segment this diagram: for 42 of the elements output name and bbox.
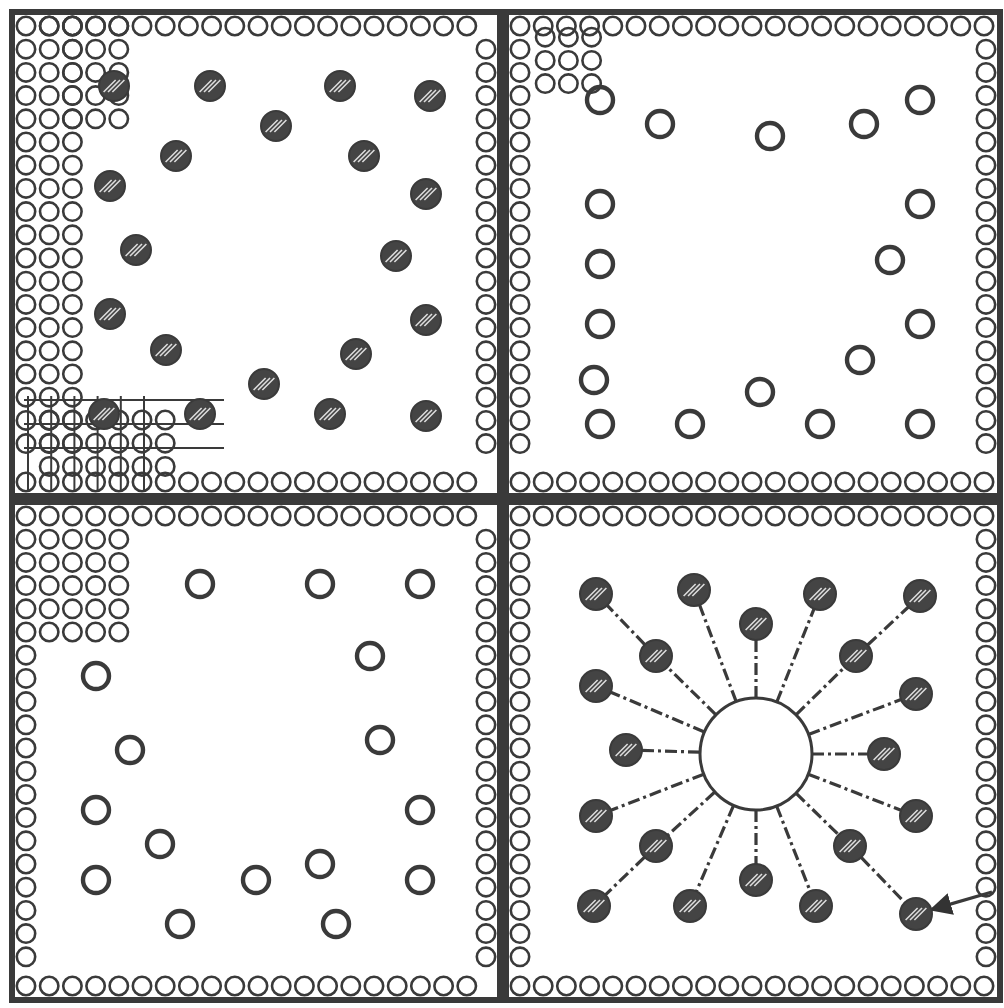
dashed-link [812,752,868,756]
dashed-link [641,748,701,754]
bead [579,669,613,703]
dashed-link [775,608,816,703]
dashed-link [606,604,646,646]
central-circle [698,696,814,812]
bead [677,573,711,607]
bead [739,607,773,641]
bead [577,889,611,923]
bead [833,829,867,863]
dashed-link [794,792,840,836]
dashed-link [666,666,718,716]
dashed-link [860,856,906,904]
leader-arrow [929,890,993,915]
dashed-link [666,790,716,837]
dashed-link [754,810,758,864]
bead [803,577,837,611]
dashed-link [807,772,902,812]
dashed-link [698,604,738,703]
bead [899,799,933,833]
bead [579,799,613,833]
bead [899,897,933,931]
bead [639,639,673,673]
bead [739,863,773,897]
bead [609,733,643,767]
dashed-link [694,804,736,893]
dashed-link [610,690,706,734]
dashed-link [866,605,910,647]
bead [867,737,901,771]
dashed-link [754,640,758,698]
bead [673,889,707,923]
bead [839,639,873,673]
dashed-link [807,698,902,736]
bead [899,677,933,711]
dashed-link [604,856,646,896]
dashed-link [610,772,705,812]
bead [639,829,673,863]
bead [799,889,833,923]
bead [579,577,613,611]
bead [903,579,937,613]
dashed-link [794,666,846,716]
dashed-link [775,805,812,892]
